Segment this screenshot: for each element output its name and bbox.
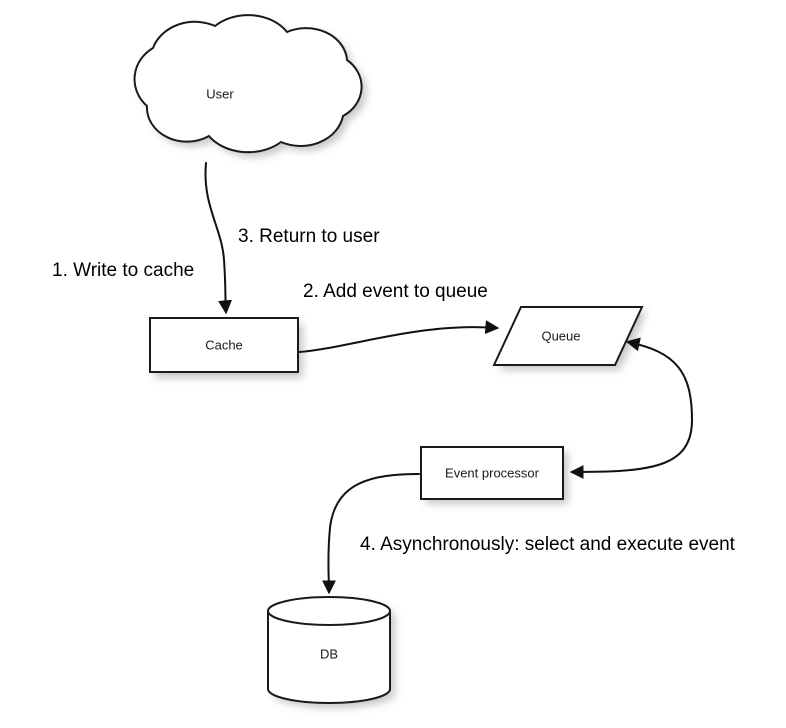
- user-cloud-fill: [134, 15, 362, 153]
- node-event-processor[interactable]: Event processor: [420, 446, 564, 500]
- rectangle-icon-event-processor: [420, 446, 564, 500]
- step-label-layer: 1. Write to cache 2. Add event to queue …: [52, 226, 736, 555]
- rectangle-icon-cache: [149, 317, 299, 373]
- step-label-4-async-select-execute: 4. Asynchronously: select and execute ev…: [360, 534, 736, 555]
- queue-shape-fill: [494, 307, 642, 365]
- edge-event-processor-to-db[interactable]: [321, 473, 420, 595]
- node-label-user: User: [206, 86, 234, 101]
- parallelogram-icon-queue: [492, 306, 644, 366]
- step-label-2-add-event-to-queue: 2. Add event to queue: [303, 281, 488, 302]
- step-label-3-return-to-user: 3. Return to user: [238, 226, 380, 247]
- cloud-icon: [133, 14, 363, 154]
- node-label-cache: Cache: [205, 337, 243, 352]
- node-label-db: DB: [320, 646, 338, 661]
- edge-layer: [204, 162, 694, 595]
- db-cylinder-top: [267, 596, 391, 626]
- node-label-queue: Queue: [541, 328, 580, 343]
- cylinder-icon-db: [267, 611, 391, 704]
- node-queue[interactable]: Queue: [492, 306, 644, 366]
- cache-box-fill: [150, 318, 298, 372]
- edge-event-processor-queue-loop[interactable]: [569, 337, 694, 479]
- step-label-1-write-to-cache: 1. Write to cache: [52, 260, 194, 281]
- node-cache[interactable]: Cache: [149, 317, 299, 373]
- node-db[interactable]: DB: [267, 596, 391, 704]
- edge-user-to-cache[interactable]: [204, 162, 233, 315]
- node-user[interactable]: User: [133, 14, 363, 154]
- event-processor-box-fill: [421, 447, 563, 499]
- edge-cache-to-queue[interactable]: [298, 320, 500, 353]
- node-label-event-processor: Event processor: [445, 465, 540, 480]
